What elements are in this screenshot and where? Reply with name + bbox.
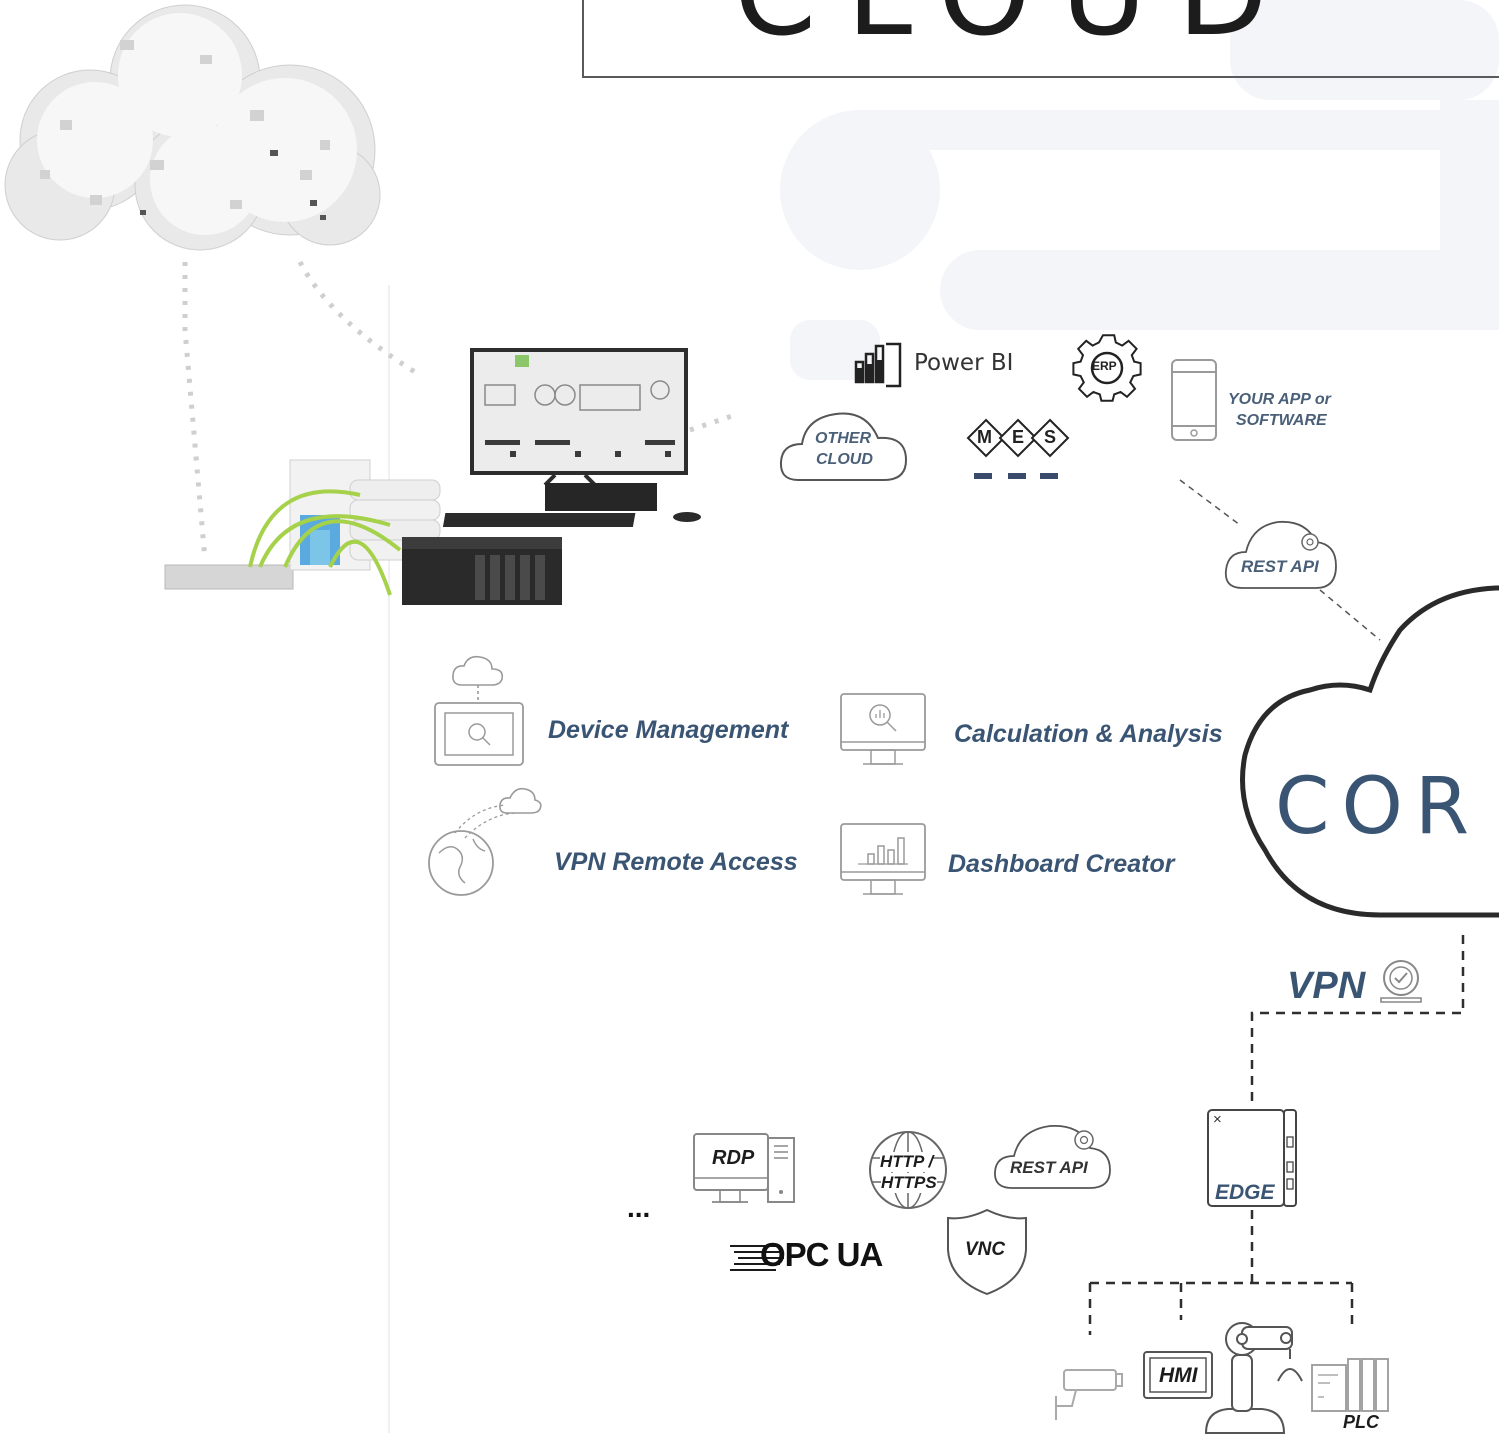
mes-logo: M E S [966, 418, 1076, 490]
opc-ua-logo-icon [730, 1245, 784, 1271]
data-stream-dots [182, 260, 736, 561]
device-monitor-cloud-icon [434, 655, 524, 766]
camera-icon [1055, 1369, 1123, 1420]
plc-label: PLC [1343, 1412, 1379, 1432]
vnc-label: VNC [965, 1239, 1006, 1260]
other-cloud-line2: CLOUD [816, 451, 873, 468]
vpn-badge-icon [1380, 960, 1422, 1003]
smartphone-icon [1171, 359, 1217, 441]
rest-api-top-label: REST API [1241, 557, 1319, 576]
mes-e: E [1012, 427, 1025, 447]
pixel-cloud-illustration [4, 4, 381, 251]
erp-gear-icon [1072, 334, 1142, 402]
power-bi-logo: Power BI [852, 340, 1032, 390]
vpn-label: VPN [1287, 965, 1366, 1007]
rest-api-connector [1179, 479, 1381, 641]
http-label-line2: HTTPS [881, 1173, 937, 1193]
rest-api-cloud-icon [994, 1125, 1111, 1189]
core-cloud-shape [1240, 585, 1499, 918]
vertical-divider [388, 285, 390, 1433]
monitor-analysis-icon [840, 693, 926, 765]
rdp-label: RDP [712, 1147, 755, 1169]
http-label-line1: HTTP / [880, 1152, 934, 1172]
network-dashed-lines [1088, 935, 1465, 1335]
other-cloud-line1: OTHER [815, 430, 871, 447]
hmi-label: HMI [1159, 1364, 1198, 1387]
feature-dashboard-creator: Dashboard Creator [948, 850, 1175, 878]
cloud-title: CLOUD [734, 0, 1298, 62]
power-bi-icon [854, 342, 902, 388]
other-cloud-icon [779, 412, 908, 481]
plc-rack-icon [1311, 1358, 1389, 1412]
mes-s: S [1044, 427, 1057, 447]
mes-diamonds-icon [966, 418, 1070, 479]
core-label: COR [1275, 762, 1482, 852]
robot-arm-icon [1204, 1322, 1303, 1434]
vnc-shield-icon [947, 1208, 1027, 1296]
feature-vpn-remote-access: VPN Remote Access [554, 848, 798, 876]
server-hardware-illustration [164, 459, 562, 605]
feature-device-management: Device Management [548, 716, 789, 744]
hmi-panel-icon [1143, 1351, 1213, 1399]
opc-ua-label: OPC UA [760, 1236, 883, 1273]
rdp-computer-icon [693, 1133, 795, 1203]
rest-api-bottom-label: REST API [1010, 1158, 1088, 1177]
your-app-line1: YOUR APP or [1228, 391, 1331, 408]
erp-label: ERP [1092, 359, 1117, 373]
power-bi-label: Power BI [914, 350, 1014, 376]
edge-label: EDGE [1215, 1181, 1275, 1204]
monitor-chart-icon [840, 823, 926, 895]
mes-m: M [977, 427, 992, 447]
edge-close-glyph: × [1213, 1111, 1222, 1128]
erp-gear: ERP [1068, 329, 1146, 407]
cloud-title-box: CLOUD [582, 0, 1499, 78]
feature-calculation-analysis: Calculation & Analysis [954, 720, 1223, 748]
your-app-line2: SOFTWARE [1236, 412, 1327, 429]
monitor-dashboard-illustration [442, 348, 701, 527]
more-protocols-ellipsis: ... [627, 1192, 651, 1223]
globe-cloud-icon [428, 787, 542, 896]
edge-device-icon [1207, 1109, 1297, 1207]
